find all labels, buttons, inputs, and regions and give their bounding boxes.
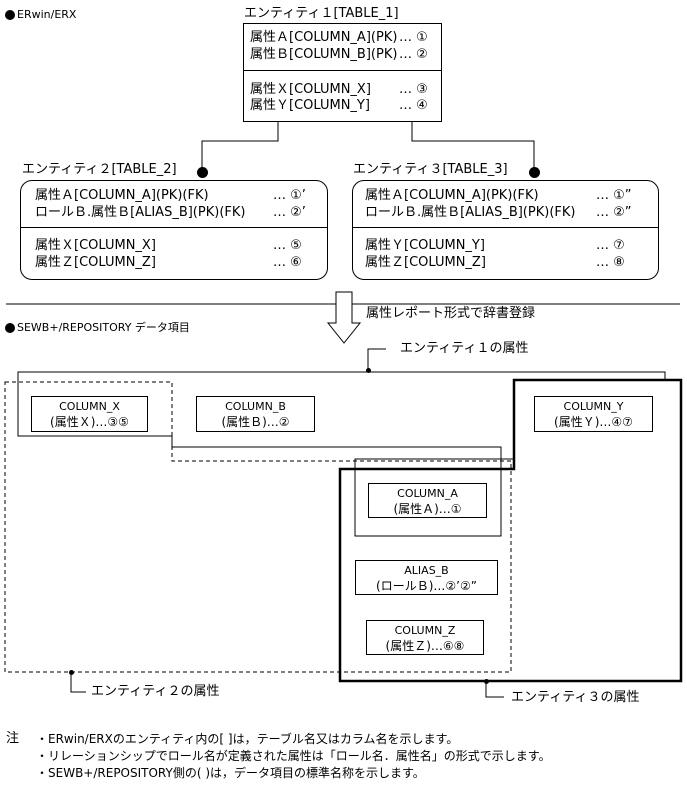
ref-label: … ① xyxy=(399,30,428,45)
attr-label: 属性Ｙ[COLUMN_Y] xyxy=(365,238,485,253)
group1-label: エンティティ１の属性 xyxy=(400,341,529,356)
item-label: (属性Ｙ)…④⑦ xyxy=(554,415,633,429)
entity1-row: 属性Ｘ[COLUMN_X] … ③ xyxy=(244,82,441,98)
entity1-title: エンティティ１[TABLE_1] xyxy=(244,6,399,21)
item-label: (属性Ｘ)…③⑤ xyxy=(50,415,129,429)
arrow-label: 属性レポート形式で辞書登録 xyxy=(366,306,536,321)
group2-label: エンティティ２の属性 xyxy=(91,684,220,699)
item-column-y: COLUMN_Y (属性Ｙ)…④⑦ xyxy=(534,396,653,432)
attr-label: 属性Ｘ[COLUMN_X] xyxy=(35,238,156,253)
attr-label: 属性Ｚ[COLUMN_Z] xyxy=(365,255,486,270)
attr-label: ロールＢ.属性Ｂ[ALIAS_B](PK)(FK) xyxy=(35,205,246,220)
group1-leader xyxy=(367,348,386,370)
item-column-x: COLUMN_X (属性Ｘ)…③⑤ xyxy=(31,396,148,432)
group2-leader xyxy=(70,672,86,693)
entity3-title: エンティティ３[TABLE_3] xyxy=(353,162,508,177)
ref-label: … ⑦ xyxy=(596,238,625,253)
ref-label: … ②’ xyxy=(273,205,306,220)
entity2-row: 属性Ｚ[COLUMN_Z] … ⑥ xyxy=(21,255,327,271)
entity3-row: 属性Ｙ[COLUMN_Y] … ⑦ xyxy=(353,238,658,254)
entity1-box: 属性Ａ[COLUMN_A](PK) … ① 属性Ｂ[COLUMN_B](PK) … xyxy=(243,23,442,122)
group3-leader xyxy=(485,681,504,698)
ref-label: … ⑥ xyxy=(273,255,302,270)
item-label: (属性Ａ)…① xyxy=(393,502,462,516)
item-name: COLUMN_Y xyxy=(563,400,624,413)
item-alias-b: ALIAS_B (ロールＢ)…②’②” xyxy=(355,560,498,595)
attr-label: 属性Ｙ[COLUMN_Y] xyxy=(250,98,370,113)
entity1-divider xyxy=(244,70,441,71)
note-line: ・SEWB+/REPOSITORY側の( )は，データ項目の標準名称を示します。 xyxy=(36,766,425,780)
entity2-row: ロールＢ.属性Ｂ[ALIAS_B](PK)(FK) … ②’ xyxy=(21,205,327,221)
entity2-row: 属性Ｘ[COLUMN_X] … ⑤ xyxy=(21,238,327,254)
entity2-box: 属性Ａ[COLUMN_A](PK)(FK) … ①’ ロールＢ.属性Ｂ[ALIA… xyxy=(20,180,328,280)
notes-prefix: 注 xyxy=(6,731,20,746)
entity3-divider xyxy=(353,227,658,228)
attr-label: 属性Ａ[COLUMN_A](PK)(FK) xyxy=(35,188,209,203)
entity1-row: 属性Ｙ[COLUMN_Y] … ④ xyxy=(244,98,441,114)
relationship-dot-icon xyxy=(197,167,208,178)
group1-anchor-dot xyxy=(366,368,371,373)
ref-label: … ③ xyxy=(399,82,428,97)
ref-label: … ①’ xyxy=(273,188,306,203)
group-entity3-outline xyxy=(338,378,683,683)
entity3-row: 属性Ｚ[COLUMN_Z] … ⑧ xyxy=(353,255,658,271)
entity2-divider xyxy=(21,227,327,228)
item-label: (属性Ｚ)…⑥⑧ xyxy=(385,639,465,653)
group3-label: エンティティ３の属性 xyxy=(511,690,640,705)
relationship-line-1-3 xyxy=(411,121,535,168)
group2-anchor-dot xyxy=(69,670,74,675)
attr-label: ロールＢ.属性Ｂ[ALIAS_B](PK)(FK) xyxy=(365,205,576,220)
item-column-z: COLUMN_Z (属性Ｚ)…⑥⑧ xyxy=(366,620,484,655)
ref-label: … ②” xyxy=(596,205,632,220)
note-line: ・リレーションシップでロール名が定義された属性は「ロール名．属性名」の形式で示し… xyxy=(36,749,551,763)
entity3-box: 属性Ａ[COLUMN_A](PK)(FK) … ①” ロールＢ.属性Ｂ[ALIA… xyxy=(352,180,659,280)
attr-label: 属性Ｘ[COLUMN_X] xyxy=(250,82,371,97)
entity3-row: 属性Ａ[COLUMN_A](PK)(FK) … ①” xyxy=(353,188,658,204)
item-label: (属性Ｂ)…② xyxy=(221,415,290,429)
ref-label: … ⑤ xyxy=(273,238,302,253)
attr-label: 属性Ａ[COLUMN_A](PK)(FK) xyxy=(365,188,539,203)
ref-label: … ①” xyxy=(596,188,632,203)
item-column-b: COLUMN_B (属性Ｂ)…② xyxy=(196,396,315,432)
bullet-icon xyxy=(5,323,15,333)
bottom-label: SEWB+/REPOSITORY データ項目 xyxy=(17,321,190,334)
relationship-dot-icon xyxy=(529,167,540,178)
entity2-row: 属性Ａ[COLUMN_A](PK)(FK) … ①’ xyxy=(21,188,327,204)
entity3-row: ロールＢ.属性Ｂ[ALIAS_B](PK)(FK) … ②” xyxy=(353,205,658,221)
item-name: COLUMN_B xyxy=(225,400,286,413)
item-column-a: COLUMN_A (属性Ａ)…① xyxy=(368,483,487,518)
relationship-line-1-2 xyxy=(201,121,279,168)
item-label: (ロールＢ)…②’②” xyxy=(376,579,477,593)
group3-anchor-dot xyxy=(484,679,489,684)
group-entity2-outline xyxy=(4,381,512,673)
ref-label: … ② xyxy=(399,47,428,62)
entity1-row: 属性Ｂ[COLUMN_B](PK) … ② xyxy=(244,47,441,63)
attr-label: 属性Ｂ[COLUMN_B](PK) xyxy=(250,47,398,62)
ref-label: … ⑧ xyxy=(596,255,625,270)
entity2-title: エンティティ２[TABLE_2] xyxy=(22,162,177,177)
item-name: ALIAS_B xyxy=(404,564,449,577)
note-line: ・ERwin/ERXのエンティティ内の[ ]は，テーブル名又はカラム名を示します… xyxy=(36,732,459,746)
entity1-row: 属性Ａ[COLUMN_A](PK) … ① xyxy=(244,30,441,46)
bullet-icon xyxy=(5,10,15,20)
item-name: COLUMN_A xyxy=(397,487,458,500)
top-label: ERwin/ERX xyxy=(17,8,77,21)
down-arrow-icon xyxy=(326,291,362,344)
item-name: COLUMN_Z xyxy=(394,624,456,637)
item-name: COLUMN_X xyxy=(59,400,120,413)
ref-label: … ④ xyxy=(399,98,428,113)
attr-label: 属性Ｚ[COLUMN_Z] xyxy=(35,255,156,270)
attr-label: 属性Ａ[COLUMN_A](PK) xyxy=(250,30,398,45)
